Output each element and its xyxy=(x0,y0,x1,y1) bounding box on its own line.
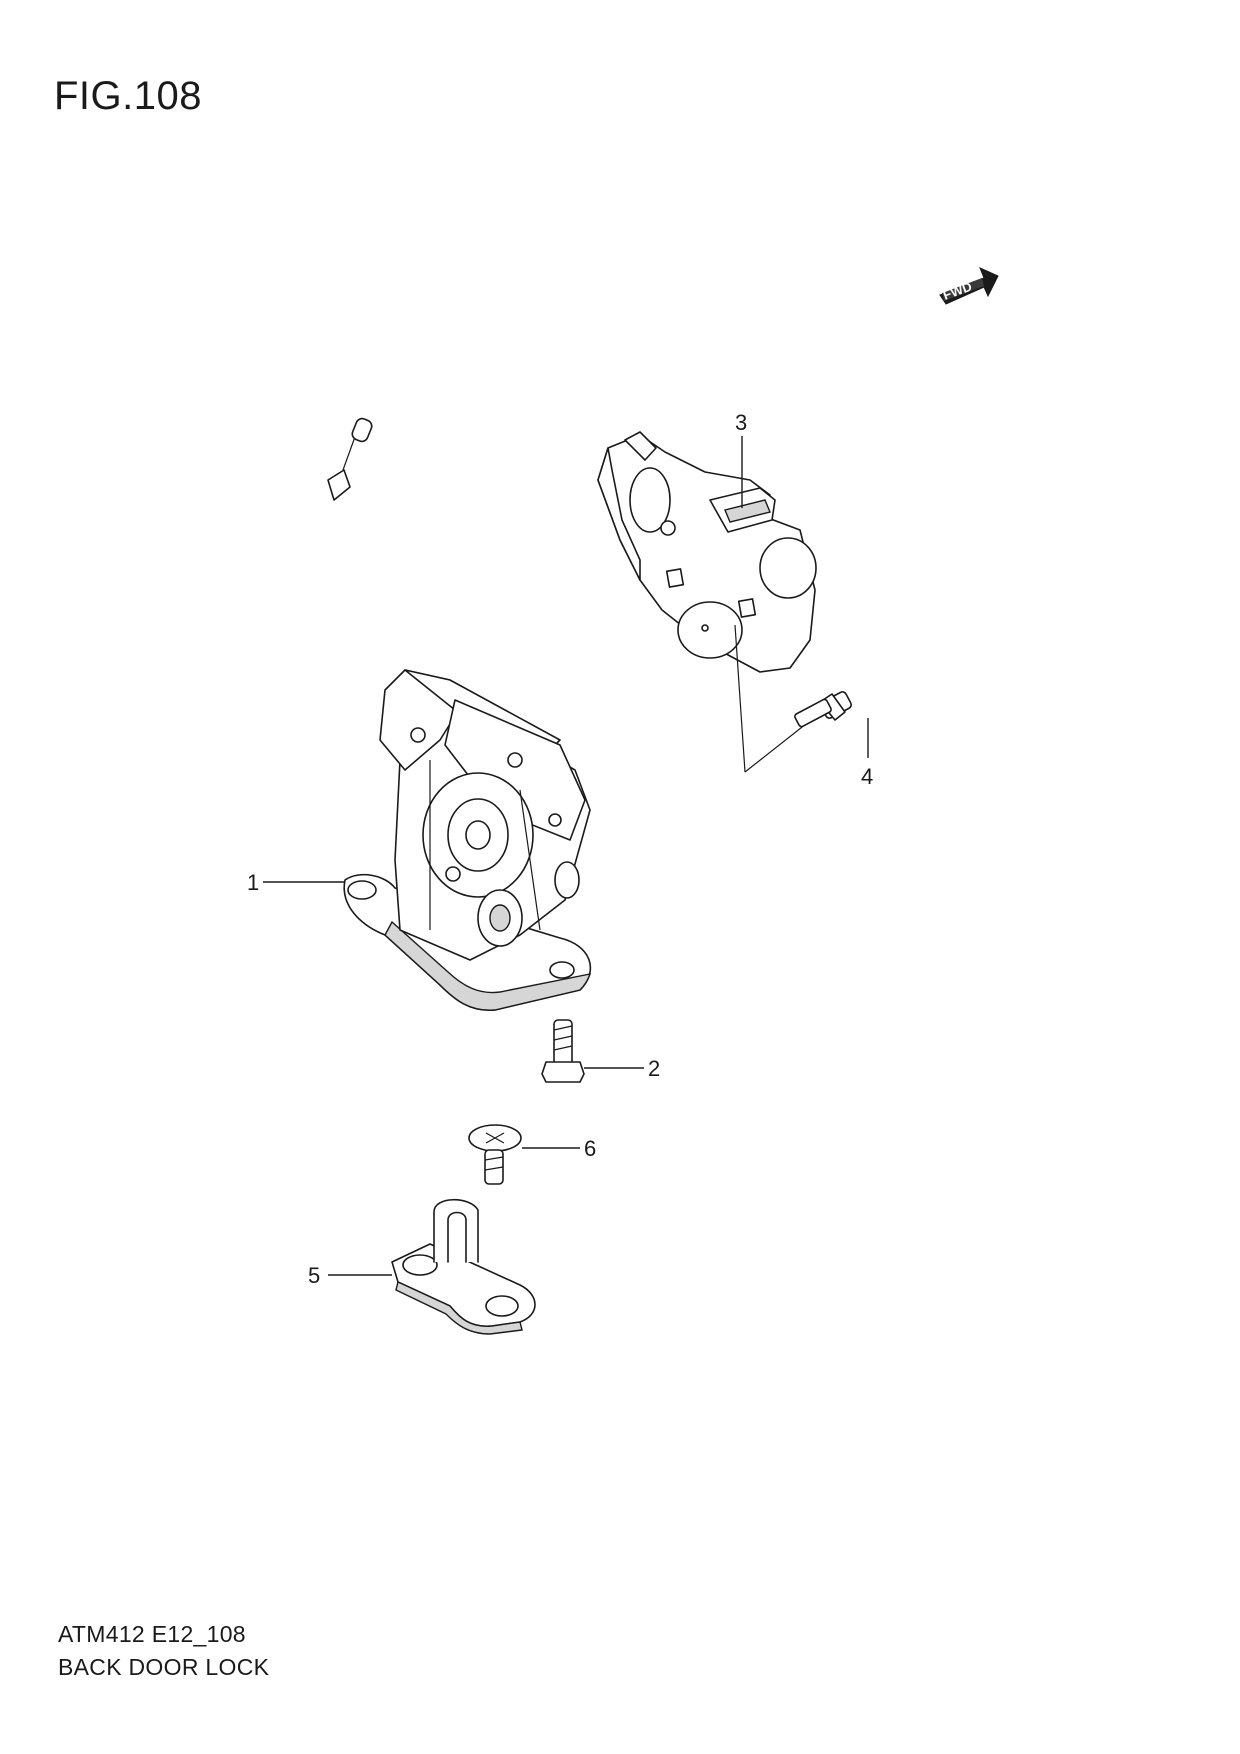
callout-3-number: 3 xyxy=(735,410,747,435)
part-1-lock-actuator xyxy=(307,417,592,1011)
callout-5-number: 5 xyxy=(308,1263,320,1288)
figure-name: BACK DOOR LOCK xyxy=(58,1654,270,1680)
part-6-crosshead-screw xyxy=(468,1124,522,1185)
callout-2: 2 xyxy=(584,1056,660,1081)
callout-4: 4 xyxy=(861,718,873,789)
callout-1: 1 xyxy=(247,870,345,895)
callout-2-number: 2 xyxy=(648,1056,660,1081)
part-5-striker xyxy=(391,1199,536,1335)
callout-6: 6 xyxy=(522,1136,596,1161)
callout-5: 5 xyxy=(308,1263,392,1288)
callout-1-number: 1 xyxy=(247,870,259,895)
callout-4-number: 4 xyxy=(861,764,873,789)
figure-code: ATM412 E12_108 xyxy=(58,1621,246,1647)
figure-title: FIG.108 xyxy=(54,74,203,118)
part-4-bolt xyxy=(734,624,852,773)
callout-3: 3 xyxy=(735,410,747,508)
callout-6-number: 6 xyxy=(584,1136,596,1161)
part-3-latch-plate xyxy=(597,431,817,673)
fwd-arrow-icon: FWD xyxy=(939,267,999,305)
part-2-screw xyxy=(541,1019,585,1083)
